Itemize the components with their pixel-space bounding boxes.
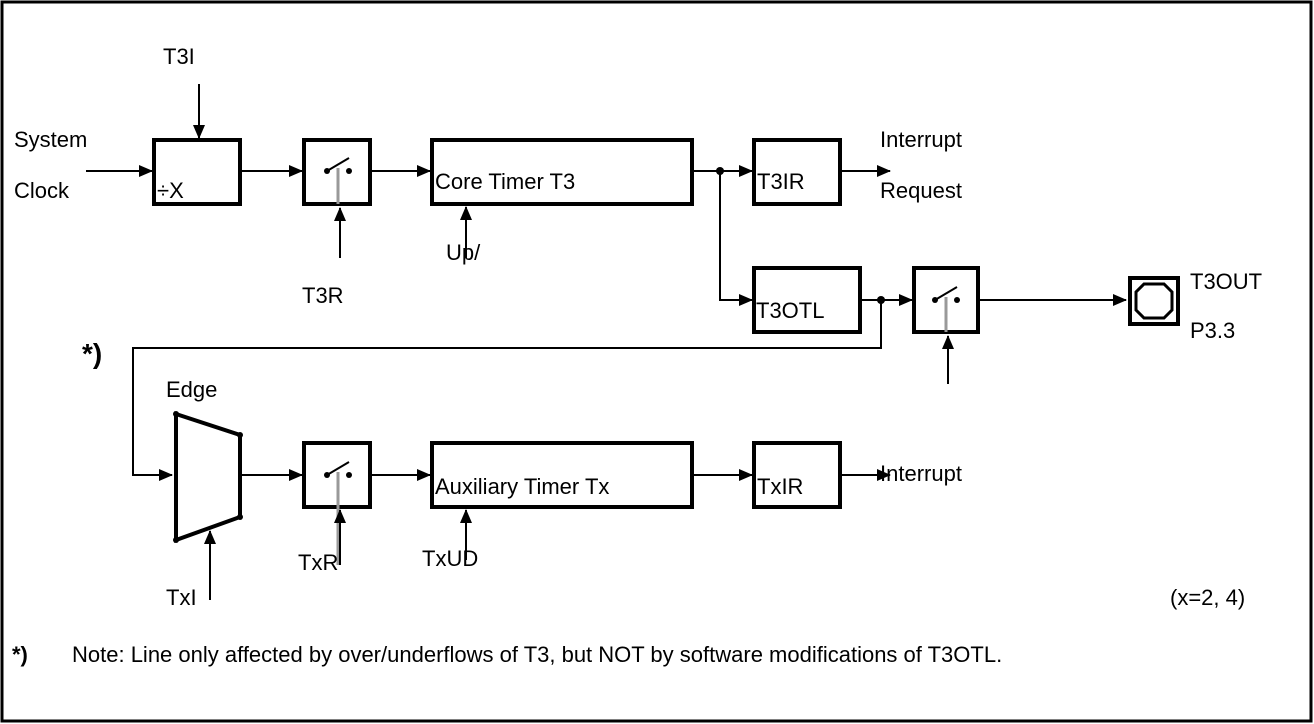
edge-corner-dot [173,411,179,417]
prescaler-label: ÷X [157,178,184,203]
t3ir-label: T3IR [757,169,805,194]
feedback-line [132,300,882,481]
core-timer-label: Core Timer T3 [435,169,575,194]
p33-label: P3.3 [1190,318,1235,343]
txr-label: TxR [298,550,338,575]
interrupt-top-label: Interrupt [880,127,962,152]
x-range-label: (x=2, 4) [1170,585,1245,610]
up-label: Up/ [446,240,481,265]
edge-corner-dot [237,514,243,520]
edge-corner-dot [173,537,179,543]
txi-label: TxI [166,585,197,610]
request-label: Request [880,178,962,203]
system-label: System [14,127,87,152]
t3otl-label: T3OTL [756,298,824,323]
edge-corner-dot [237,432,243,438]
txir-label: TxIR [757,474,803,499]
edge-select-block [174,411,242,543]
clock-label: Clock [14,178,70,203]
prescaler-block [152,138,242,206]
star-mark: *) [82,338,102,369]
interrupt-bottom-label: Interrupt [880,461,962,486]
core-timer-block [430,138,694,206]
txir-block [752,441,842,509]
t3r-label: T3R [302,283,344,308]
edge-label: Edge [166,377,217,402]
aux-timer-block [430,441,694,509]
aux-timer-label: Auxiliary Timer Tx [435,474,609,499]
t3-run-switch [302,138,372,206]
t3i-label: T3I [163,44,195,69]
output-enable-switch [912,266,980,334]
t3out-label: T3OUT [1190,269,1262,294]
footnote-mark: *) [12,642,28,667]
t3out-pin [1128,276,1180,326]
t3otl-feed-line [719,171,753,306]
txud-label: TxUD [422,546,478,571]
footnote-text: Note: Line only affected by over/underfl… [72,642,1002,667]
tx-run-switch [302,441,372,565]
